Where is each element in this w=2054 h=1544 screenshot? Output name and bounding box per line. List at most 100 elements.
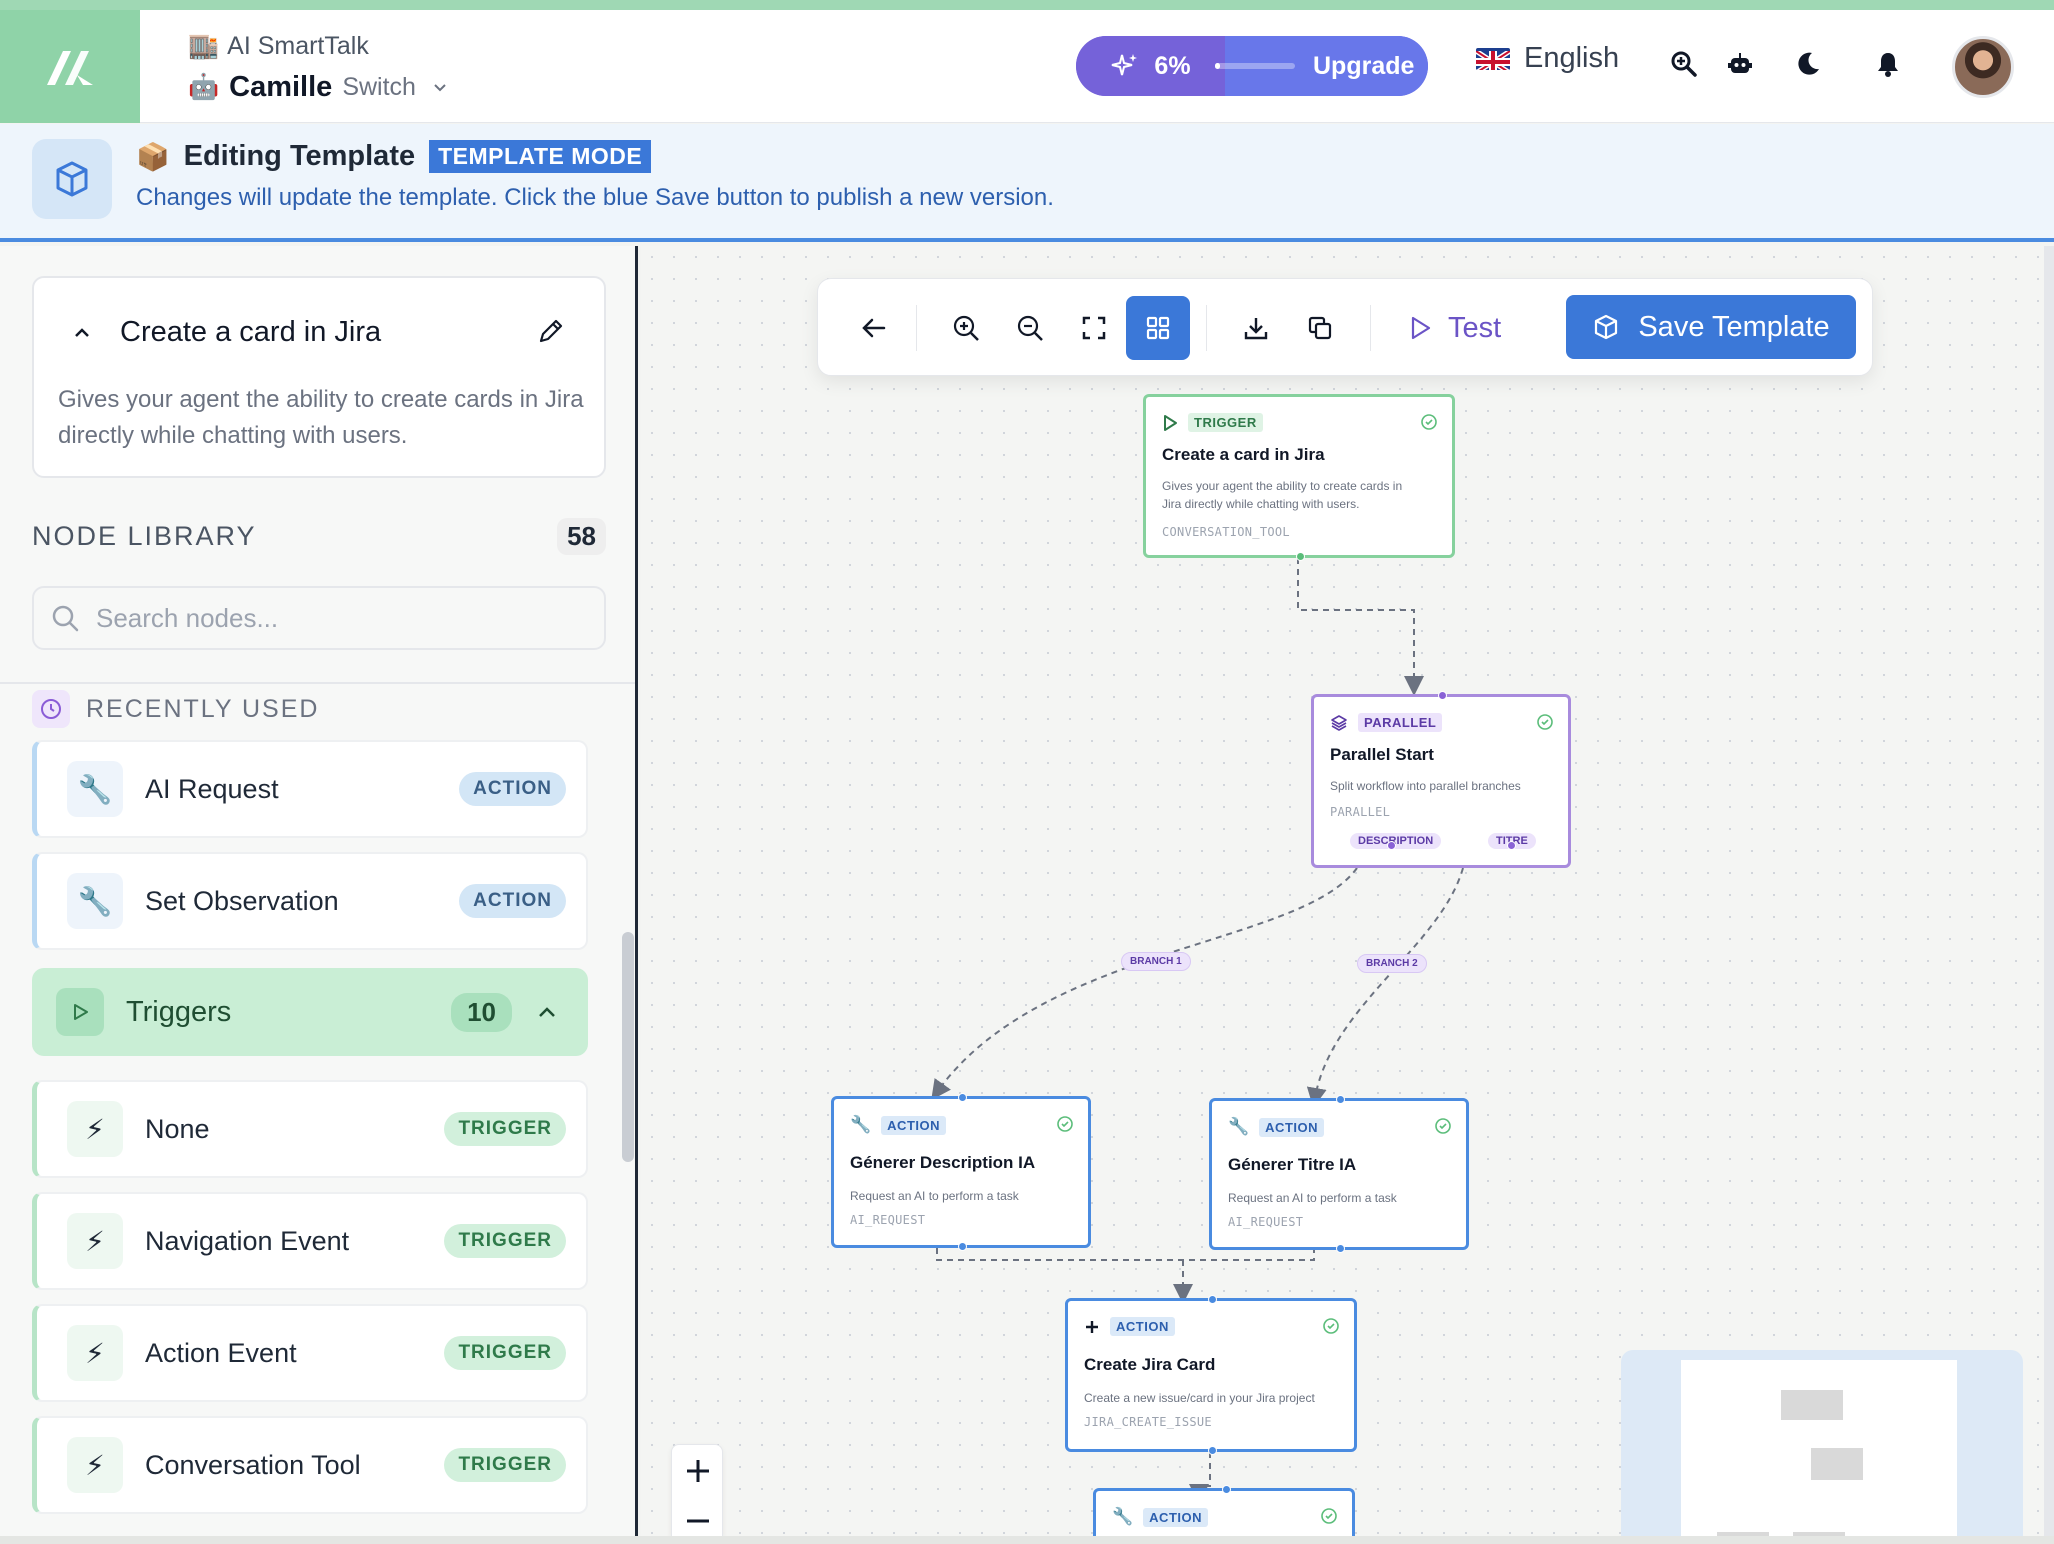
node-output-port[interactable] [1507,841,1516,850]
node-description: Split workflow into parallel branches [1330,779,1521,793]
node-code: AI_REQUEST [850,1213,926,1227]
edge-merge [936,1248,1315,1261]
node-input-port[interactable] [1208,1295,1217,1304]
node-code: JIRA_CREATE_ISSUE [1084,1415,1212,1429]
duplicate-icon[interactable] [1288,296,1352,360]
sparkle-icon [1112,54,1138,76]
switch-label[interactable]: Switch [342,73,416,101]
workspace-switcher[interactable]: 🏬 AI SmartTalk 🤖 Camille Switch [188,32,448,104]
workflow-canvas[interactable]: BRANCH 1 BRANCH 2 Test [641,246,2054,1536]
library-node-badge: ACTION [459,884,566,918]
category-triggers-header[interactable]: Triggers 10 [32,968,588,1056]
search-input[interactable] [96,602,576,634]
chevron-up-icon[interactable] [72,326,92,340]
chevron-up-icon[interactable] [536,1005,558,1019]
robot-icon[interactable] [1724,48,1756,80]
node-output-port[interactable] [1208,1446,1217,1455]
edit-pencil-icon[interactable] [536,316,566,351]
node-input-port[interactable] [1222,1485,1231,1494]
org-name: AI SmartTalk [227,32,369,60]
node-library-title: NODE LIBRARY [32,521,257,551]
top-accent-stripe [0,0,2054,10]
canvas-zoom-controls [671,1444,723,1536]
library-node-badge: ACTION [459,772,566,806]
auto-layout-grid-icon[interactable] [1126,296,1190,360]
zoom-out-button[interactable] [672,1497,724,1536]
chevron-down-icon[interactable] [432,82,448,94]
node-library-count: 58 [557,518,606,555]
workflow-node-trigger[interactable]: TRIGGER Create a card in Jira Gives your… [1143,394,1455,561]
workflow-node-parallel[interactable]: PARALLEL Parallel Start Split workflow i… [1311,691,1571,868]
language-label: English [1524,42,1620,74]
node-code: CONVERSATION_TOOL [1162,525,1290,539]
library-node-ai-request[interactable]: 🔧 AI Request ACTION [32,740,588,838]
workflow-node-generer-description[interactable]: 🔧 ACTION Génerer Description IA Request … [831,1093,1091,1251]
canvas-minimap[interactable] [1621,1350,2023,1536]
bottom-strip [0,1536,2054,1544]
app-logo[interactable] [0,10,140,123]
node-input-port[interactable] [1438,691,1447,700]
play-icon [1164,414,1177,431]
lightning-icon: ⚡ [67,1213,123,1269]
search-zoom-icon[interactable] [1668,48,1700,80]
workflow-node-create-jira-card[interactable]: ACTION Create Jira Card Create a new iss… [1065,1295,1357,1455]
library-node-badge: TRIGGER [444,1224,566,1258]
cube-icon [32,139,112,219]
test-button[interactable]: Test [1398,296,1511,360]
uk-flag-icon [1476,47,1510,70]
node-code: PARALLEL [1330,805,1391,819]
library-node-navigation-event[interactable]: ⚡ Navigation Event TRIGGER [32,1192,588,1290]
minimap-viewport[interactable] [1681,1360,1957,1536]
node-output-port[interactable] [958,1242,967,1251]
download-icon[interactable] [1224,296,1288,360]
notification-bell-icon[interactable] [1872,48,1904,80]
banner-title: Editing Template [183,140,416,172]
node-output-port[interactable] [1296,552,1305,561]
node-input-port[interactable] [958,1093,967,1102]
zoom-in-button[interactable] [672,1447,724,1495]
minus-icon [687,1519,709,1523]
play-icon [1411,316,1431,340]
template-edit-banner: 📦 Editing Template TEMPLATE MODE Changes… [0,124,2054,242]
node-search-box[interactable] [32,586,606,650]
zoom-out-icon[interactable] [998,296,1062,360]
library-node-badge: TRIGGER [444,1112,566,1146]
logo-mark-icon [47,50,93,85]
check-circle-icon [1323,1318,1339,1334]
dark-mode-moon-icon[interactable] [1792,48,1824,80]
library-node-set-observation[interactable]: 🔧 Set Observation ACTION [32,852,588,950]
category-count: 10 [451,992,512,1032]
category-label: Triggers [126,995,232,1028]
zoom-in-icon[interactable] [934,296,998,360]
wrench-icon: 🔧 [1228,1117,1250,1136]
package-icon: 📦 [136,141,170,172]
language-selector[interactable]: English [1476,42,1619,75]
upgrade-button[interactable]: Upgrade [1313,51,1415,80]
user-avatar[interactable] [1952,36,2014,98]
library-node-action-event[interactable]: ⚡ Action Event TRIGGER [32,1304,588,1402]
back-arrow-icon[interactable] [842,296,906,360]
agent-name: Camille [229,71,333,103]
workflow-node-next-action[interactable]: 🔧 ACTION [1093,1485,1355,1536]
branch-chip-description[interactable]: DESCRIPTION [1350,833,1442,849]
fit-view-icon[interactable] [1062,296,1126,360]
node-title: Génerer Titre IA [1228,1155,1357,1174]
node-library-sidebar: Create a card in Jira Gives your agent t… [0,246,638,1536]
library-node-none[interactable]: ⚡ None TRIGGER [32,1080,588,1178]
node-output-port[interactable] [1387,841,1396,850]
save-template-button[interactable]: Save Template [1566,295,1856,359]
node-input-port[interactable] [1336,1095,1345,1104]
library-node-conversation-tool[interactable]: ⚡ Conversation Tool TRIGGER [32,1416,588,1514]
wrench-icon: 🔧 [850,1115,872,1134]
node-code: AI_REQUEST [1228,1215,1304,1229]
wrench-icon: 🔧 [1112,1507,1134,1526]
node-output-port[interactable] [1336,1244,1345,1253]
workflow-info-card: Create a card in Jira Gives your agent t… [32,276,606,478]
node-type-badge: PARALLEL [1358,713,1443,732]
usage-percent: 6% [1154,51,1191,80]
usage-upgrade-pill[interactable]: 6% Upgrade [1076,36,1428,96]
library-node-label: Set Observation [145,885,339,916]
workflow-node-generer-titre[interactable]: 🔧 ACTION Génerer Titre IA Request an AI … [1209,1095,1469,1253]
sidebar-scrollbar[interactable] [622,932,634,1162]
canvas-scrollbar[interactable] [2044,246,2054,1536]
